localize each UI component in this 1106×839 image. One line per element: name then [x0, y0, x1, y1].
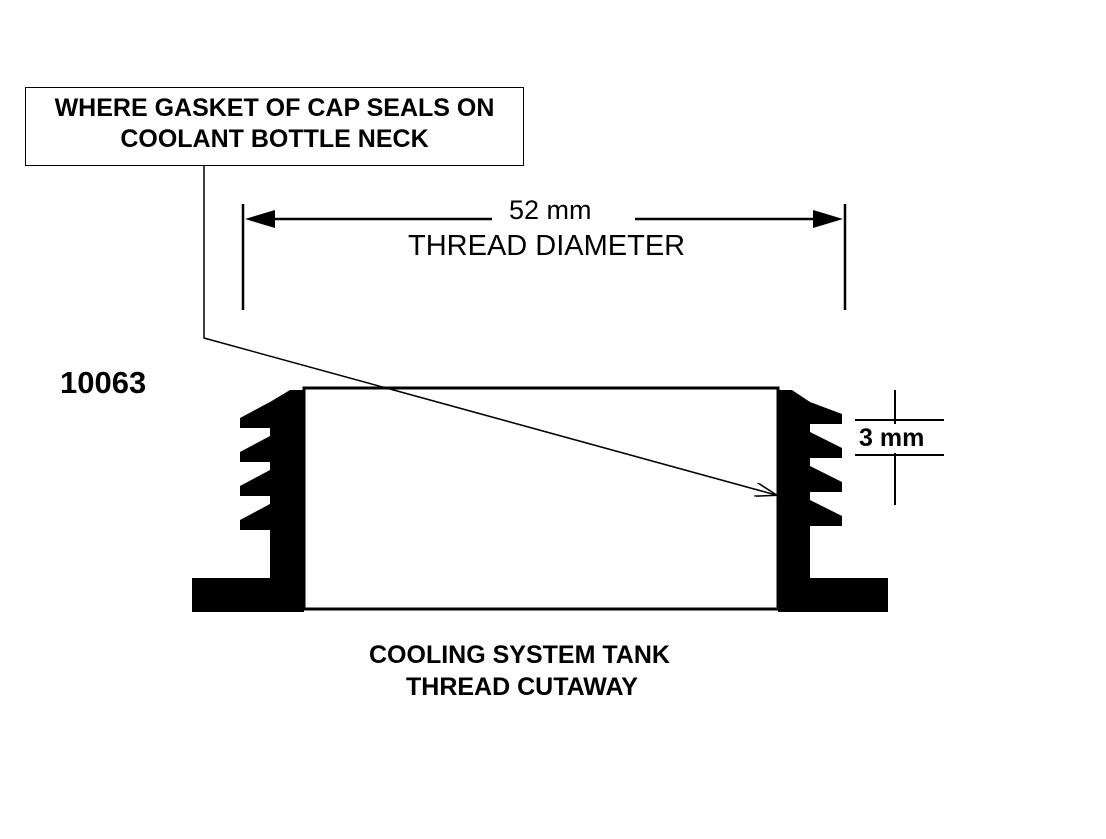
diameter-arrow-right [813, 210, 843, 228]
right-neck-wall [778, 390, 888, 612]
caption-line1: COOLING SYSTEM TANK [369, 641, 670, 669]
neck-bore [302, 386, 780, 611]
callout-box: WHERE GASKET OF CAP SEALS ON COOLANT BOT… [25, 87, 524, 166]
diameter-description-label: THREAD DIAMETER [408, 230, 686, 262]
left-neck-wall [192, 390, 304, 612]
diameter-arrow-left [245, 210, 275, 228]
pitch-value-label: 3 mm [858, 424, 926, 453]
diameter-value-label: 52 mm [509, 195, 592, 225]
callout-text-line2: COOLANT BOTTLE NECK [120, 125, 429, 153]
caption-line2: THREAD CUTAWAY [406, 673, 638, 701]
callout-text-line1: WHERE GASKET OF CAP SEALS ON [54, 94, 495, 122]
part-number: 10063 [60, 365, 147, 400]
callout-leader [203, 166, 776, 495]
